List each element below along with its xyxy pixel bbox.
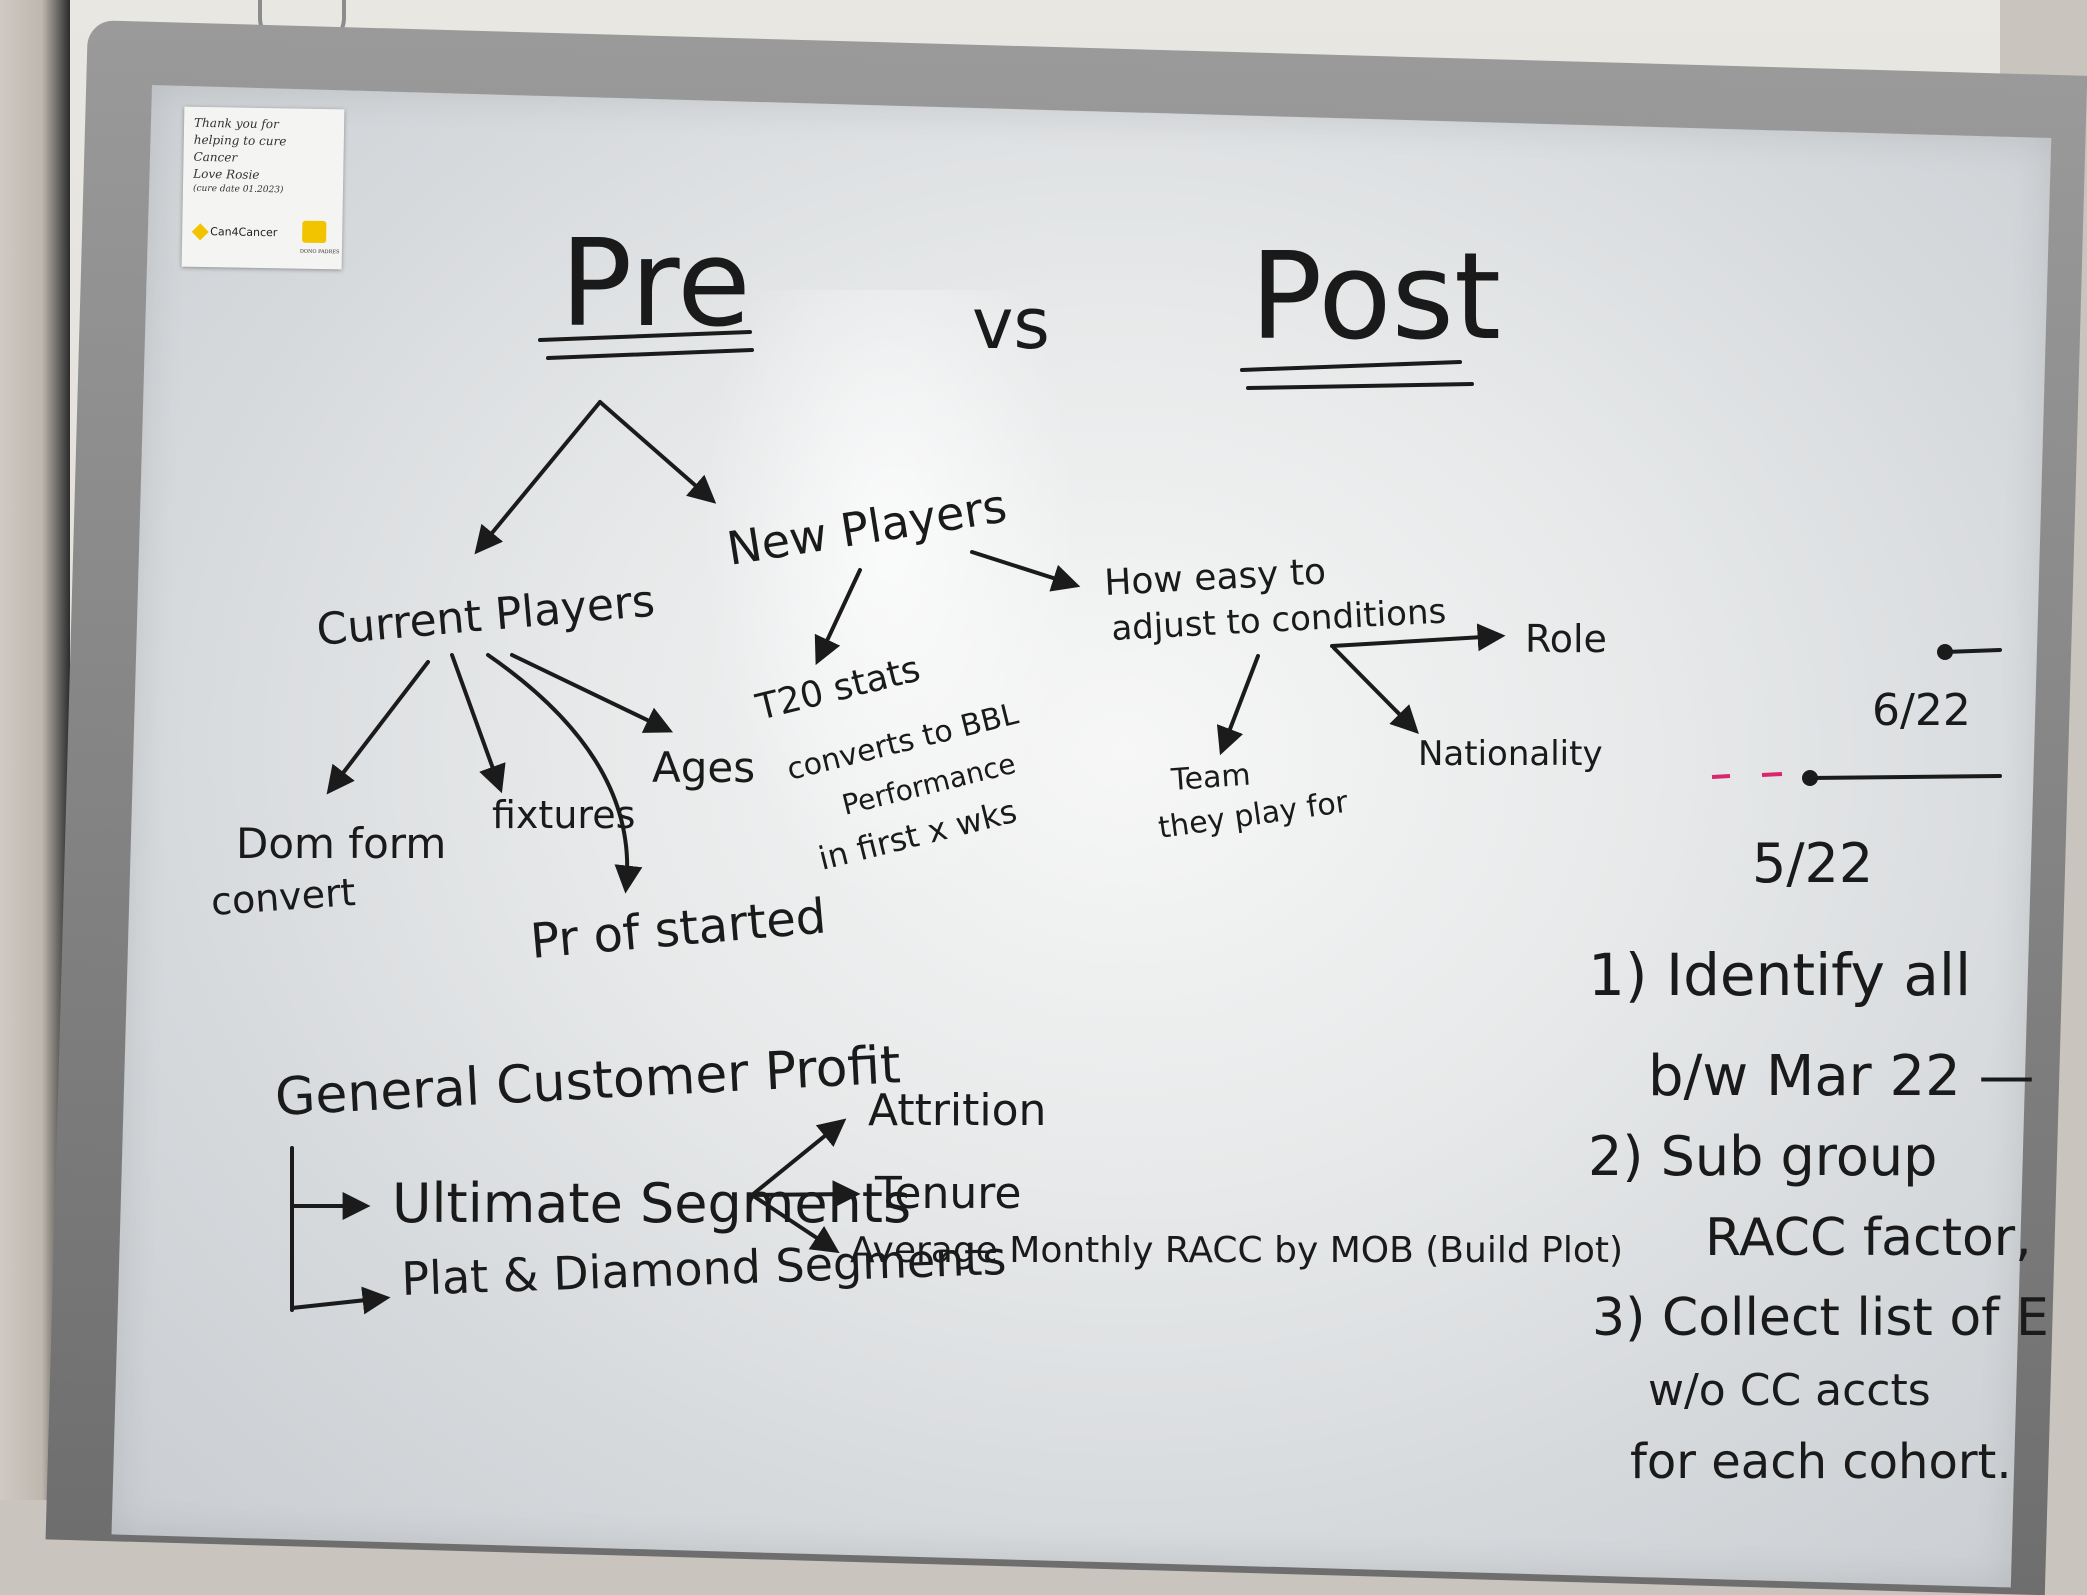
arrow-to-new-players [598, 400, 717, 504]
title-post: Post [1250, 228, 1501, 367]
date-6-22: 6/22 [1872, 685, 1971, 736]
arrow-to-average-monthly [750, 1193, 840, 1254]
arrow-to-tenure [750, 1180, 861, 1209]
post-underline [1240, 360, 1474, 390]
step3-line3: for each cohort. [1630, 1434, 2012, 1490]
arrow-to-attrition [750, 1118, 847, 1197]
step1-line2: b/w Mar 22 — [1648, 1044, 2035, 1109]
step3-line1: 3) Collect list of E [1592, 1288, 2049, 1348]
title-vs: vs [972, 283, 1050, 365]
step2-line1: 2) Sub group [1588, 1125, 1937, 1188]
average-monthly-label: Average Monthly RACC by MOB (Build Plot) [850, 1230, 1623, 1271]
step1-line1: 1) Identify all [1588, 941, 1971, 1009]
general-customer-profit-label: General Customer Profit [274, 1035, 903, 1128]
fixtures-label: fixtures [492, 793, 635, 837]
pink-dashes [1711, 772, 1783, 779]
pre-underline [538, 330, 754, 360]
arrow-to-current-players [474, 400, 602, 555]
arrow-to-pr-of-started [486, 653, 643, 894]
arrow-to-t20-stats [814, 568, 862, 666]
arrow-to-dom-form [326, 660, 430, 795]
role-label: Role [1525, 617, 1607, 661]
arrow-to-plat-diamond [290, 1286, 391, 1315]
arrow-to-how-easy [970, 550, 1081, 592]
ultimate-segments-label: Ultimate Segments [392, 1172, 911, 1235]
arrow-to-fixtures [450, 653, 506, 794]
tenure-label: Tenure [874, 1168, 1021, 1219]
attrition-label: Attrition [868, 1085, 1046, 1136]
title-pre: Pre [560, 215, 751, 354]
arrow-to-role [1330, 623, 1506, 652]
pr-of-started-label: Pr of started [528, 888, 828, 970]
window-reflection [700, 290, 1080, 910]
timeline-segment [1943, 648, 2002, 654]
how-easy-label: How easy to [1103, 551, 1327, 604]
t20-stats-label: T20 stats [751, 649, 924, 729]
convert-label: convert [210, 870, 357, 924]
date-5-22: 5/22 [1752, 832, 1873, 895]
ages-label: Ages [652, 743, 755, 792]
step2-line2: RACC factor, [1705, 1208, 2032, 1268]
arrow-to-team [1216, 654, 1260, 756]
team-label: Team [1169, 758, 1252, 799]
arrow-to-ages [510, 653, 674, 733]
dom-form-label: Dom form [236, 819, 446, 868]
timeline-line [1808, 774, 2002, 780]
whiteboard-drawing: Pre vs Post Current Players New Players … [210, 215, 2049, 1490]
step3-line2: w/o CC accts [1648, 1365, 1931, 1416]
nationality-label: Nationality [1418, 734, 1603, 774]
arrow-to-nationality [1332, 646, 1419, 734]
current-players-label: Current Players [315, 576, 657, 656]
new-players-label: New Players [723, 478, 1010, 575]
